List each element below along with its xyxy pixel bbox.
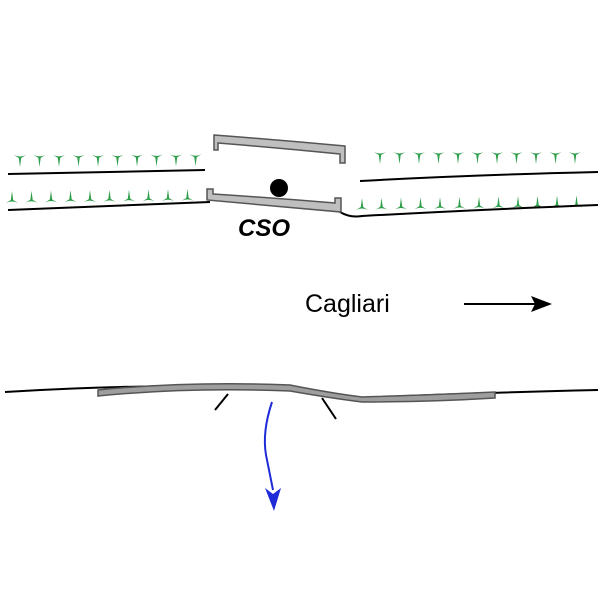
grass-tuft-icon	[181, 188, 194, 201]
curved-arrow-down-icon	[263, 401, 281, 511]
grass-tuft-icon	[33, 154, 46, 167]
cso-label: CSO	[238, 215, 290, 242]
grass-tuft-icon	[131, 154, 143, 167]
vegetation-bottom-left	[6, 188, 194, 203]
grass-tuft-icon	[123, 189, 135, 202]
grass-tuft-icon	[395, 197, 407, 210]
filled-circle-icon	[270, 179, 288, 197]
grass-tuft-icon	[492, 196, 505, 209]
grass-tuft-icon	[53, 154, 65, 167]
grass-tuft-icon	[530, 152, 542, 164]
grass-tuft-icon	[375, 197, 388, 210]
grass-tuft-icon	[531, 195, 544, 208]
grass-tuft-icon	[491, 152, 503, 164]
grass-tuft-icon	[453, 196, 466, 209]
upper-line-right-top	[359, 171, 599, 182]
grass-tuft-icon	[570, 195, 583, 208]
grass-tuft-icon	[189, 154, 202, 167]
grass-tuft-icon	[92, 154, 104, 167]
grass-tuft-icon	[150, 154, 163, 167]
grass-tuft-icon	[374, 152, 386, 164]
grass-tuft-icon	[103, 189, 116, 202]
grass-tuft-icon	[569, 152, 581, 164]
vegetation-bottom-right	[356, 195, 583, 210]
lower-left-support	[214, 393, 229, 411]
cso-lower-panel	[206, 188, 342, 213]
grass-tuft-icon	[549, 152, 562, 164]
arrow-right-icon	[464, 296, 552, 312]
grass-tuft-icon	[6, 191, 18, 203]
grass-tuft-icon	[72, 154, 85, 167]
grass-tuft-icon	[111, 154, 124, 167]
grass-tuft-icon	[170, 154, 182, 167]
grass-tuft-icon	[413, 152, 425, 164]
destination-label: Cagliari	[305, 290, 390, 318]
grass-tuft-icon	[510, 152, 523, 164]
grass-tuft-icon	[551, 195, 563, 208]
grass-tuft-icon	[162, 189, 174, 202]
grass-tuft-icon	[84, 190, 96, 203]
grass-tuft-icon	[512, 196, 524, 209]
grass-tuft-icon	[142, 189, 155, 202]
grass-tuft-icon	[45, 190, 57, 203]
grass-tuft-icon	[64, 190, 77, 203]
grass-tuft-icon	[452, 152, 464, 164]
grass-tuft-icon	[432, 152, 445, 164]
grass-tuft-icon	[393, 152, 406, 164]
grass-tuft-icon	[414, 197, 427, 210]
upper-line-left-top	[7, 169, 206, 175]
upper-line-right-bottom	[339, 204, 599, 218]
grass-tuft-icon	[434, 197, 446, 210]
cso-upper-panel	[213, 134, 346, 164]
grass-tuft-icon	[356, 198, 368, 210]
grass-tuft-icon	[25, 190, 38, 203]
grass-tuft-icon	[14, 155, 26, 167]
vegetation-top-left	[14, 154, 202, 167]
vegetation-top-right	[374, 152, 581, 164]
grass-tuft-icon	[473, 196, 485, 209]
lower-panel	[97, 383, 496, 403]
grass-tuft-icon	[471, 152, 484, 164]
lower-right-support	[321, 397, 337, 420]
upper-line-left-bottom	[7, 201, 211, 211]
